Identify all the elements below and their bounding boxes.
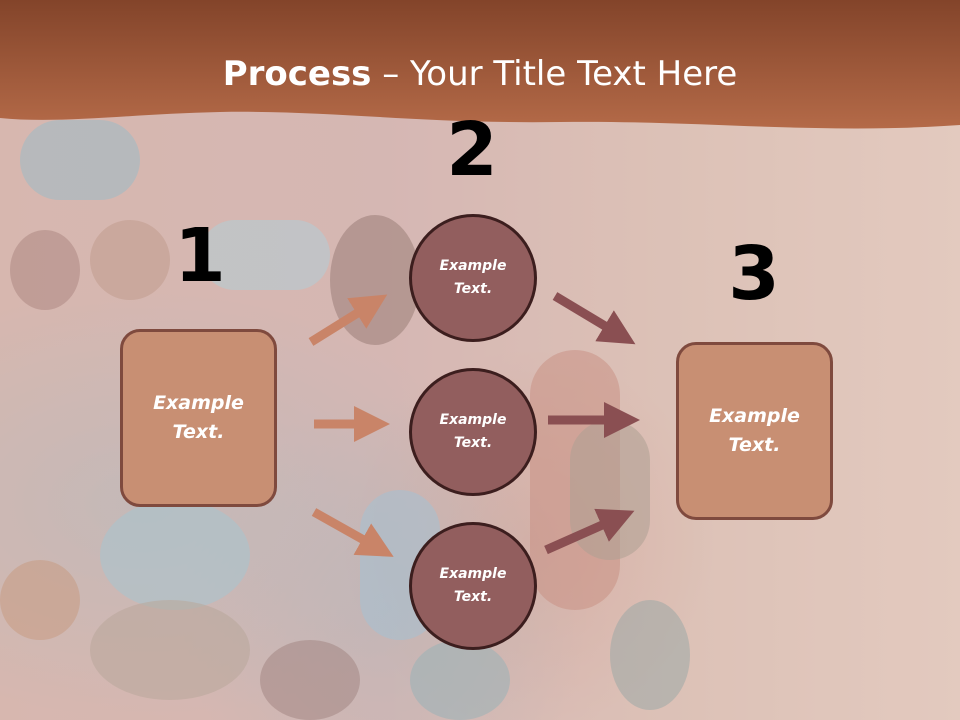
background-bead (260, 640, 360, 720)
background-bead (0, 560, 80, 640)
step-box-1-text: Example Text. (153, 392, 244, 443)
step-box-1: Example Text. (120, 329, 277, 507)
process-circle-2-text: Example Text. (439, 412, 507, 451)
background-bead (90, 220, 170, 300)
step-box-3: Example Text. (676, 342, 833, 520)
process-circle-1: Example Text. (409, 214, 537, 342)
step-number-2: 2 (446, 107, 498, 193)
process-circle-2: Example Text. (409, 368, 537, 496)
process-circle-3: Example Text. (409, 522, 537, 650)
step-number-1: 1 (174, 213, 226, 299)
background-bead (20, 120, 140, 200)
background-bead (200, 220, 330, 290)
page-title: Process – Your Title Text Here (0, 52, 960, 96)
background-bead (90, 600, 250, 700)
background-bead (10, 230, 80, 310)
title-rest: – Your Title Text Here (371, 54, 738, 94)
arrow-from-circle-1 (552, 292, 636, 345)
arrow-to-circle-1 (308, 294, 388, 346)
header-banner (0, 0, 960, 129)
background-bead (100, 500, 250, 610)
arrow-from-circle-3 (544, 508, 635, 555)
background-bead (410, 640, 510, 720)
step-box-3-text: Example Text. (709, 405, 800, 456)
arrow-to-circle-3 (311, 508, 394, 557)
process-circle-3-text: Example Text. (439, 566, 507, 605)
background-bead (610, 600, 690, 710)
process-circle-1-text: Example Text. (439, 258, 507, 297)
title-bold: Process (222, 54, 372, 94)
step-number-3: 3 (728, 231, 780, 317)
